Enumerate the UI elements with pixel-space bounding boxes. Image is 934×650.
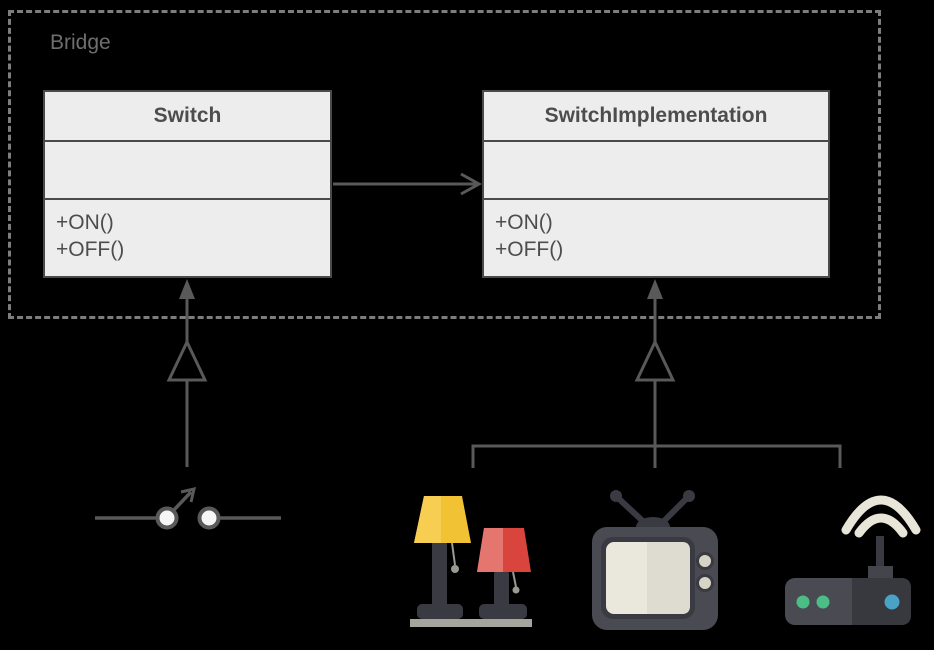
pull-cord — [512, 571, 517, 588]
hollow-triangle-icon — [634, 338, 676, 382]
lamp-base — [417, 604, 463, 619]
method-label: +ON() — [56, 211, 114, 234]
class-methods-compartment: +ON() +OFF() — [484, 198, 828, 276]
router-led — [796, 595, 810, 609]
lever-arrowhead-icon — [180, 486, 197, 503]
solid-arrowhead-icon — [179, 279, 195, 299]
lamp-stand — [494, 570, 509, 610]
bridge-boundary-frame — [8, 10, 881, 319]
wifi-outer-arc — [841, 495, 921, 535]
class-methods-compartment: +ON() +OFF() — [45, 198, 330, 276]
generalization-switch-implementation — [634, 279, 676, 468]
class-name: Switch — [153, 104, 222, 127]
lamp-floor-bar — [410, 619, 532, 627]
pull-cord-knob — [451, 565, 459, 573]
lamp-stand — [432, 540, 447, 610]
router-antenna — [876, 536, 884, 580]
class-box-switch-implementation: SwitchImplementation +ON() +OFF() — [482, 90, 830, 278]
lamp-base — [479, 604, 527, 619]
open-arrowhead-icon — [460, 172, 483, 196]
red-lampshade-highlight — [477, 528, 503, 572]
tv-knob — [696, 552, 714, 570]
method-label: +OFF() — [56, 238, 125, 261]
router-icon — [785, 495, 921, 625]
association-arrow — [333, 172, 483, 196]
electrical-switch-icon — [95, 486, 281, 530]
pull-cord — [451, 542, 456, 566]
frame-label: Bridge — [50, 31, 111, 54]
tv-icon — [592, 490, 718, 630]
generalization-switch — [166, 279, 208, 467]
tv-screen-shade — [647, 542, 690, 614]
antenna-tip — [683, 490, 695, 502]
yellow-lampshade-highlight — [414, 496, 441, 543]
router-led — [816, 595, 830, 609]
tv-knob — [696, 574, 714, 592]
devices-bracket — [471, 444, 842, 468]
switch-contact-node — [155, 506, 179, 530]
wifi-inner-arc — [854, 513, 908, 538]
class-box-switch: Switch +ON() +OFF() — [43, 90, 332, 278]
method-label: +ON() — [495, 211, 553, 234]
class-attributes-compartment — [45, 140, 330, 198]
switch-contact-node — [197, 506, 221, 530]
router-antenna-base — [868, 566, 893, 580]
router-power-light — [884, 594, 900, 610]
class-name: SwitchImplementation — [544, 104, 768, 127]
lamps-icon — [410, 496, 532, 627]
class-attributes-compartment — [484, 140, 828, 198]
antenna-tip — [610, 490, 622, 502]
pull-cord-knob — [512, 586, 520, 594]
method-label: +OFF() — [495, 238, 564, 261]
solid-arrowhead-icon — [647, 279, 663, 299]
switch-lever — [171, 490, 193, 513]
hollow-triangle-icon — [166, 338, 208, 382]
router-body-shade — [852, 578, 911, 625]
